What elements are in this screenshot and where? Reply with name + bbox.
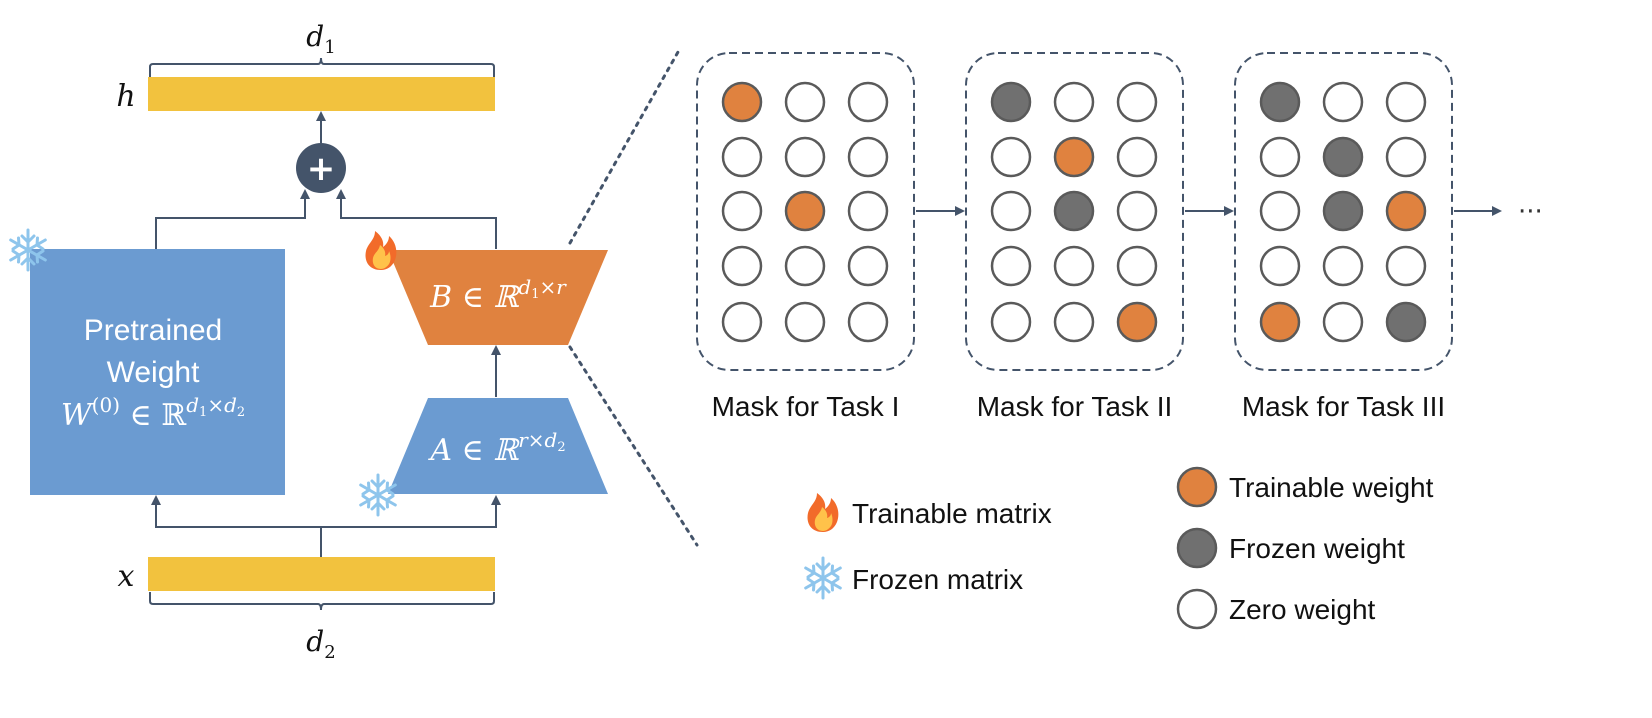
zero-weight-cell: [1259, 136, 1301, 178]
d2-brace: [149, 592, 495, 611]
plus-node: [296, 143, 346, 193]
matrix-a-formula: A ∈ ℝr×d2: [427, 428, 565, 468]
pretrained-weight-box: [30, 249, 285, 495]
zero-weight-cell: [847, 136, 889, 178]
zero-weight-cell: [847, 81, 889, 123]
trainable-weight-cell: [1116, 301, 1158, 343]
zero-weight-cell: [1053, 301, 1095, 343]
x-input-bar: [148, 557, 495, 591]
zero-weight-cell: [847, 245, 889, 287]
ellipsis: ···: [1518, 197, 1543, 227]
zero-weight-cell: [1385, 136, 1427, 178]
h-output-bar: [148, 77, 495, 111]
mask-panel-border: [965, 52, 1184, 371]
h-label: h: [116, 79, 135, 114]
snowflake-icon: [804, 556, 842, 600]
x-label: x: [118, 559, 135, 594]
trainable-weight-cell: [784, 190, 826, 232]
zero-weight-cell: [990, 301, 1032, 343]
zero-weight-cell: [990, 190, 1032, 232]
zero-weight-cell: [721, 136, 763, 178]
legend-trainable-matrix: Trainable matrix: [852, 498, 1052, 529]
zero-weight-cell: [1385, 81, 1427, 123]
legend-frozen-matrix: Frozen matrix: [852, 564, 1023, 595]
mask-panel-border: [696, 52, 915, 371]
zero-weight-cell: [721, 190, 763, 232]
matrix-b-formula: B ∈ ℝd1×r: [429, 275, 567, 315]
mask-label: Mask for Task II: [977, 391, 1173, 422]
masks-area: Mask for Task I Mask for Task II Mask for …: [696, 52, 1543, 422]
d1-brace: [149, 57, 495, 77]
zero-weight-cell: [1053, 81, 1095, 123]
connector-w-to-plus: [155, 189, 310, 249]
frozen-weight-cell: [1385, 301, 1427, 343]
trainable-weight-cell: [1053, 136, 1095, 178]
mask-panel: Mask for Task III: [1234, 52, 1453, 422]
connector-x-to-a: [321, 495, 501, 528]
zero-weight-cell: [1322, 245, 1364, 287]
zero-weight-cell: [784, 245, 826, 287]
mask-panel-border: [1234, 52, 1453, 371]
pretrained-label-line2: Weight: [107, 356, 200, 389]
zero-weight-cell: [847, 190, 889, 232]
zero-weight-cell: [1322, 301, 1364, 343]
mask-panel: Mask for Task I: [696, 52, 915, 422]
frozen-weight-cell: [1322, 190, 1364, 232]
zero-weight-cell: [1116, 190, 1158, 232]
zero-weight-cell: [1259, 245, 1301, 287]
matrix-a-trapezoid: [388, 398, 608, 494]
zero-weight-cell: [784, 301, 826, 343]
frozen-weight-cell: [1259, 81, 1301, 123]
legend-frozen-weight-swatch: [1176, 527, 1218, 569]
trainable-weight-cell: [1385, 190, 1427, 232]
plus-sign: +: [307, 149, 336, 189]
connector-x-to-w: [151, 495, 322, 557]
zero-weight-cell: [1259, 190, 1301, 232]
trainable-weight-cell: [721, 81, 763, 123]
frozen-weight-cell: [990, 81, 1032, 123]
matrix-b-trapezoid: [388, 250, 608, 345]
legend-trainable-weight: Trainable weight: [1229, 472, 1434, 503]
zero-weight-cell: [721, 301, 763, 343]
pretrained-label-line1: Pretrained: [84, 314, 222, 347]
zero-weight-cell: [847, 301, 889, 343]
zoom-line-top: [568, 50, 680, 245]
pretrained-formula: W(0) ∈ ℝd1×d2: [61, 393, 245, 433]
mask-label: Mask for Task III: [1242, 391, 1445, 422]
zero-weight-cell: [784, 81, 826, 123]
zero-weight-cell: [990, 245, 1032, 287]
legend-zero-weight-swatch: [1176, 588, 1218, 630]
d2-label: d2: [306, 625, 335, 663]
d1-label: d1: [306, 20, 335, 58]
zero-weight-cell: [721, 245, 763, 287]
zero-weight-cell: [1116, 245, 1158, 287]
connector-b-to-plus: [336, 189, 497, 249]
legend-frozen-weight: Frozen weight: [1229, 533, 1405, 564]
zoom-line-bottom: [568, 345, 699, 547]
mask-label: Mask for Task I: [712, 391, 900, 422]
zero-weight-cell: [1116, 81, 1158, 123]
frozen-weight-cell: [1322, 136, 1364, 178]
frozen-weight-cell: [1053, 190, 1095, 232]
zero-weight-cell: [1116, 136, 1158, 178]
snowflake-icon: [359, 473, 397, 517]
zero-weight-cell: [1385, 245, 1427, 287]
zero-weight-cell: [784, 136, 826, 178]
mask-panel: Mask for Task II: [965, 52, 1184, 422]
flame-icon: [365, 231, 397, 270]
legend-zero-weight: Zero weight: [1229, 594, 1376, 625]
zero-weight-cell: [1053, 245, 1095, 287]
flame-icon: [807, 493, 839, 532]
zero-weight-cell: [990, 136, 1032, 178]
zero-weight-cell: [1322, 81, 1364, 123]
trainable-weight-cell: [1259, 301, 1301, 343]
legend-trainable-weight-swatch: [1176, 466, 1218, 508]
